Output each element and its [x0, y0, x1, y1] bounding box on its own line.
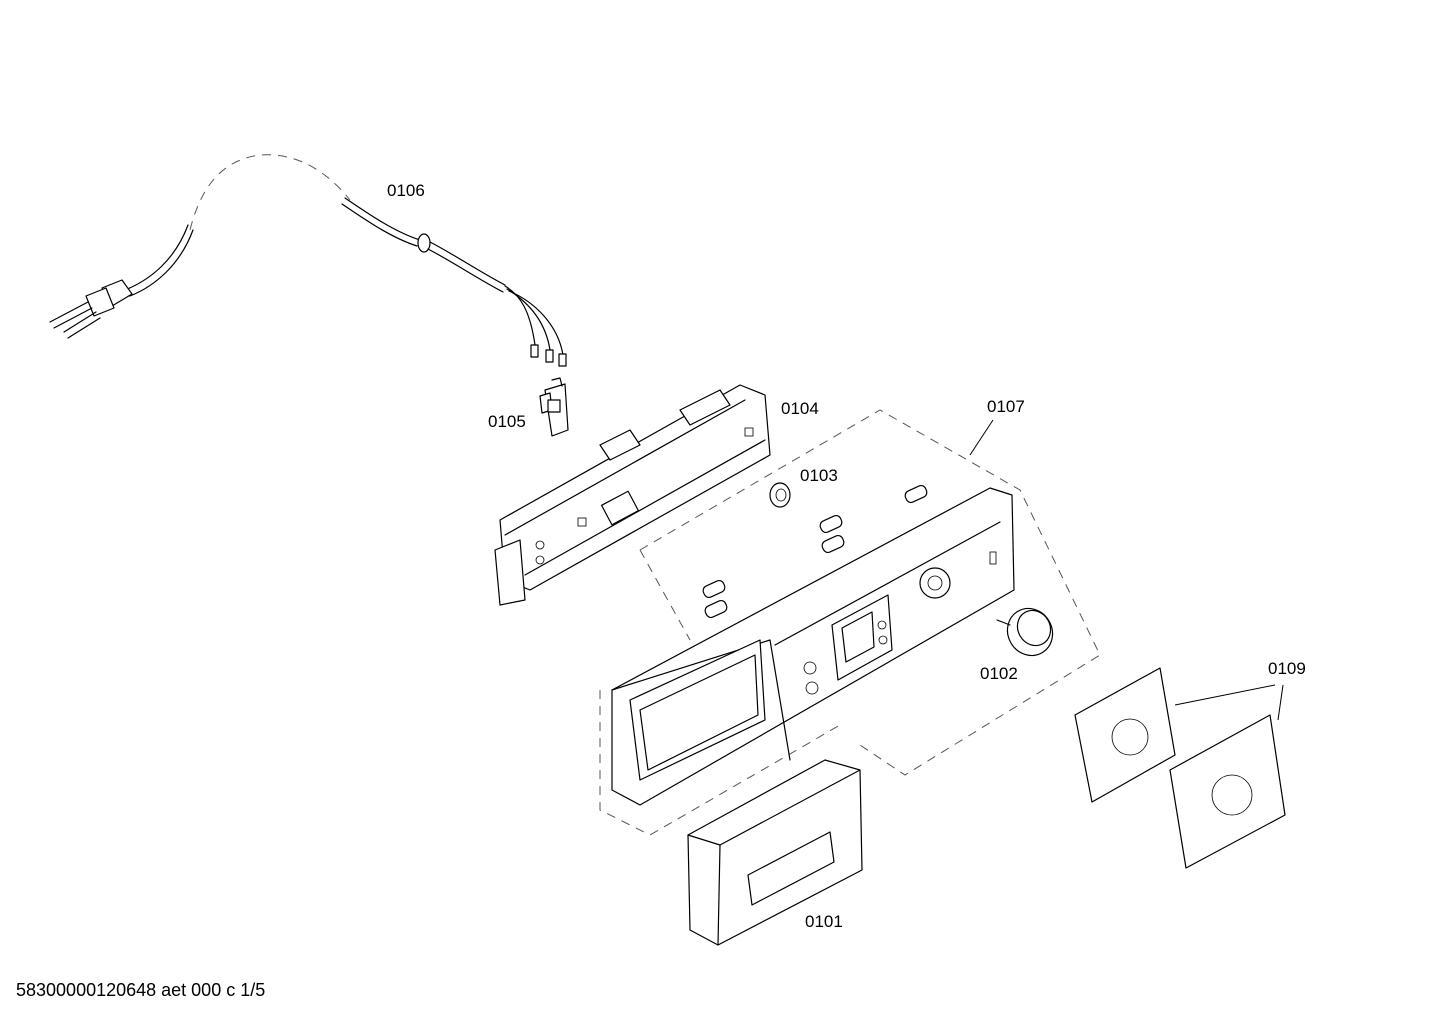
panel-top-edge: [774, 521, 1001, 646]
label-0106: 0106: [387, 181, 425, 200]
label-0102: 0102: [980, 664, 1018, 683]
push-rod-4: [702, 579, 726, 599]
push-rod-2: [819, 514, 843, 534]
module-housing: [499, 384, 771, 591]
panel-side-slot: [989, 551, 997, 565]
connector-0105: [539, 377, 569, 437]
light-guide-0103: [769, 482, 791, 508]
connector-window: [547, 399, 561, 413]
module-top-block-2: [679, 389, 731, 426]
drawer-front-side-edge: [717, 844, 721, 946]
leader-lines: [969, 419, 1284, 721]
cover-plate-1: [1074, 667, 1176, 803]
cable-upper-top: [344, 197, 421, 241]
module-hole-1: [535, 540, 545, 550]
cable-mid-top: [429, 241, 506, 286]
label-0105: 0105: [488, 412, 526, 431]
plug-pin-2: [63, 311, 97, 333]
drawing-reference-code: 58300000120648 aet 000 c 1/5: [16, 980, 266, 1000]
cover-plate-2-hole: [1211, 774, 1253, 816]
leader-0107: [969, 419, 994, 456]
cable-lower-lower-edge: [129, 229, 194, 297]
cover-plate-1-hole: [1111, 718, 1149, 756]
drawer-front: [687, 759, 863, 946]
module-end-bracket: [494, 539, 526, 606]
label-0107: 0107: [987, 397, 1025, 416]
connector-top: [551, 377, 563, 387]
light-guide-body: [769, 482, 791, 508]
label-0103: 0103: [800, 466, 838, 485]
program-knob-0102: [996, 607, 1054, 657]
cover-plate-2: [1169, 714, 1286, 869]
drawer-handle-0101: [687, 759, 863, 946]
wire-3: [508, 290, 564, 356]
module-slot-1: [577, 517, 587, 527]
assembly-outline-left: [639, 549, 691, 641]
cable-upper-bottom: [341, 203, 418, 247]
push-rod-1: [904, 484, 928, 504]
control-panel: [611, 487, 1015, 806]
leader-0109-a: [1174, 684, 1276, 706]
leader-0109-b: [1277, 684, 1284, 721]
push-rods: [702, 484, 928, 619]
module-window: [600, 490, 640, 526]
light-guide-center: [775, 488, 787, 502]
assembly-outline-back: [639, 409, 1101, 776]
assembly-outline-front: [599, 690, 841, 836]
wire-1: [504, 285, 536, 346]
wire-2: [506, 288, 551, 351]
plug-pin-1b: [53, 307, 93, 329]
push-rod-3: [821, 534, 845, 554]
plug-pin-1: [49, 301, 89, 323]
push-rod-5: [704, 599, 728, 619]
panel-detergent-frame: [611, 639, 791, 761]
module-bottom-edge: [524, 439, 766, 576]
plug-head: [85, 287, 115, 317]
panel-button-2: [805, 681, 819, 695]
module-top-block-1: [599, 429, 641, 461]
electronic-module-0104: [494, 384, 771, 606]
wire-terminal-2: [545, 349, 554, 363]
cable-mid-bottom: [427, 248, 504, 293]
panel-display: [841, 611, 875, 663]
display-indicator-1: [877, 620, 887, 630]
display-indicator-2: [878, 635, 888, 645]
module-hole-2: [535, 555, 545, 565]
label-0101: 0101: [805, 912, 843, 931]
panel-drawer-inner: [639, 654, 759, 771]
knob-face: [1016, 609, 1052, 647]
plug-pin-2b: [67, 317, 101, 339]
wire-terminal-1: [530, 344, 539, 358]
panel-knob-seat-center: [927, 575, 943, 591]
power-cable-0106: [49, 154, 567, 367]
panel-drawer-opening: [629, 639, 766, 781]
drawer-grip: [747, 831, 835, 906]
wire-terminal-3: [558, 353, 567, 367]
label-0104: 0104: [781, 399, 819, 418]
panel-button-1: [803, 661, 817, 675]
module-slot-2: [744, 427, 754, 437]
cable-break-dashed: [189, 154, 351, 231]
cable-lower-upper-edge: [124, 224, 189, 291]
cable-strain-relief: [417, 233, 431, 253]
cover-plates-0109: [1074, 667, 1286, 869]
module-top-edge: [504, 399, 746, 536]
knob-shaft: [996, 619, 1011, 626]
label-0109: 0109: [1268, 659, 1306, 678]
panel-knob-seat: [919, 567, 951, 599]
